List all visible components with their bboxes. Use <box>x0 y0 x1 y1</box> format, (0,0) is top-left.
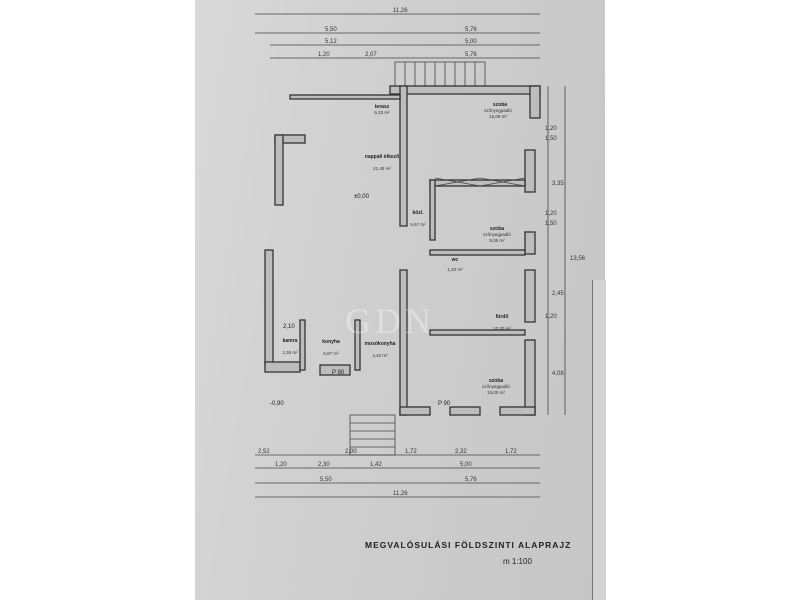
entrance-stairs <box>349 414 396 456</box>
dim: 2,32 <box>455 449 467 455</box>
room-area: 15,00 m² <box>487 390 505 395</box>
title-block-strip <box>592 280 606 600</box>
dim: 5,76 <box>465 52 477 58</box>
room-name: mosókonyha <box>365 341 396 347</box>
dim: 4,08 <box>552 371 564 377</box>
dim-total-top: 11,26 <box>393 8 408 14</box>
door-label: 2,10 <box>283 324 295 330</box>
room-floor: szőnyegpadló <box>483 232 511 237</box>
level-label: ±0,00 <box>354 194 370 200</box>
dim: 5,50 <box>320 477 332 483</box>
top-stairs <box>394 61 486 87</box>
dim: 1,20 <box>318 52 330 58</box>
dim: 1,50 <box>545 136 557 142</box>
dim: 2,45 <box>552 291 564 297</box>
room-area: 10,30 m² <box>493 326 511 331</box>
room-name: konyha <box>322 339 340 345</box>
dim: 3,35 <box>552 181 564 187</box>
room-name: nappali étkező <box>365 154 399 160</box>
room-name: szoba <box>490 226 504 232</box>
dim: 1,72 <box>505 449 517 455</box>
room-name: kamra <box>283 338 298 344</box>
top-dimension-lines: 11,26 5,50 5,76 5,12 5,00 1,20 2,07 5,76 <box>255 8 540 59</box>
room-name: közl. <box>412 210 424 216</box>
dim: 2,52 <box>258 449 270 455</box>
dim: 2,07 <box>365 52 377 58</box>
dim: 5,00 <box>465 39 477 45</box>
window-label: P 90 <box>438 401 451 407</box>
dim: 1,72 <box>405 449 417 455</box>
dim: 1,20 <box>545 126 557 132</box>
room-area: 2,38 m² <box>282 350 298 355</box>
dim: 13,56 <box>570 256 586 262</box>
walls <box>264 85 541 416</box>
room-name: terasz <box>375 104 390 110</box>
dim: 5,76 <box>465 477 477 483</box>
dim: 1,20 <box>545 314 557 320</box>
room-floor: szőnyegpadló <box>484 108 512 113</box>
dim: 1,20 <box>275 462 287 468</box>
dim: 2,00 <box>345 449 357 455</box>
room-area: 5,33 m² <box>374 110 390 115</box>
dim: 1,50 <box>545 221 557 227</box>
dim: 5,00 <box>460 462 472 468</box>
dim-total-bottom: 11,26 <box>393 491 408 497</box>
right-dimension-lines: 1,20 1,50 3,35 1,20 1,50 2,45 1,20 4,08 … <box>545 86 586 415</box>
room-area: 21,48 m² <box>373 166 391 171</box>
dim: 1,20 <box>545 211 557 217</box>
dim: 5,50 <box>325 27 337 33</box>
watermark: GDN <box>345 301 435 341</box>
room-area: 4,40 m² <box>372 353 388 358</box>
room-area: 5,67 m² <box>410 222 426 227</box>
dim: 1,42 <box>370 462 382 468</box>
level-label: -0,90 <box>270 401 284 407</box>
dim: 5,76 <box>465 27 477 33</box>
room-area: 6,87 m² <box>323 351 339 356</box>
room-name: szoba <box>493 102 507 108</box>
room-name: szoba <box>489 378 503 384</box>
drawing-scale: m 1:100 <box>503 557 532 566</box>
room-area: 1,20 m² <box>447 267 463 272</box>
room-area: 15,09 m² <box>489 114 507 119</box>
dim: 5,12 <box>325 39 337 45</box>
room-name: wc <box>451 257 459 263</box>
room-floor: szőnyegpadló <box>482 384 510 389</box>
room-labels: terasz 5,33 m² nappali étkező 21,48 m² s… <box>270 102 512 407</box>
drawing-title: MEGVALÓSULÁSI FÖLDSZINTI ALAPRAJZ <box>365 540 572 550</box>
room-name: fürdő <box>496 314 509 320</box>
room-area: 9,35 m² <box>489 238 505 243</box>
window-label: P 90 <box>332 370 345 376</box>
bottom-dimension-lines: 2,52 2,00 1,72 2,32 1,72 1,20 2,30 1,42 … <box>255 449 540 498</box>
dim: 2,30 <box>318 462 330 468</box>
